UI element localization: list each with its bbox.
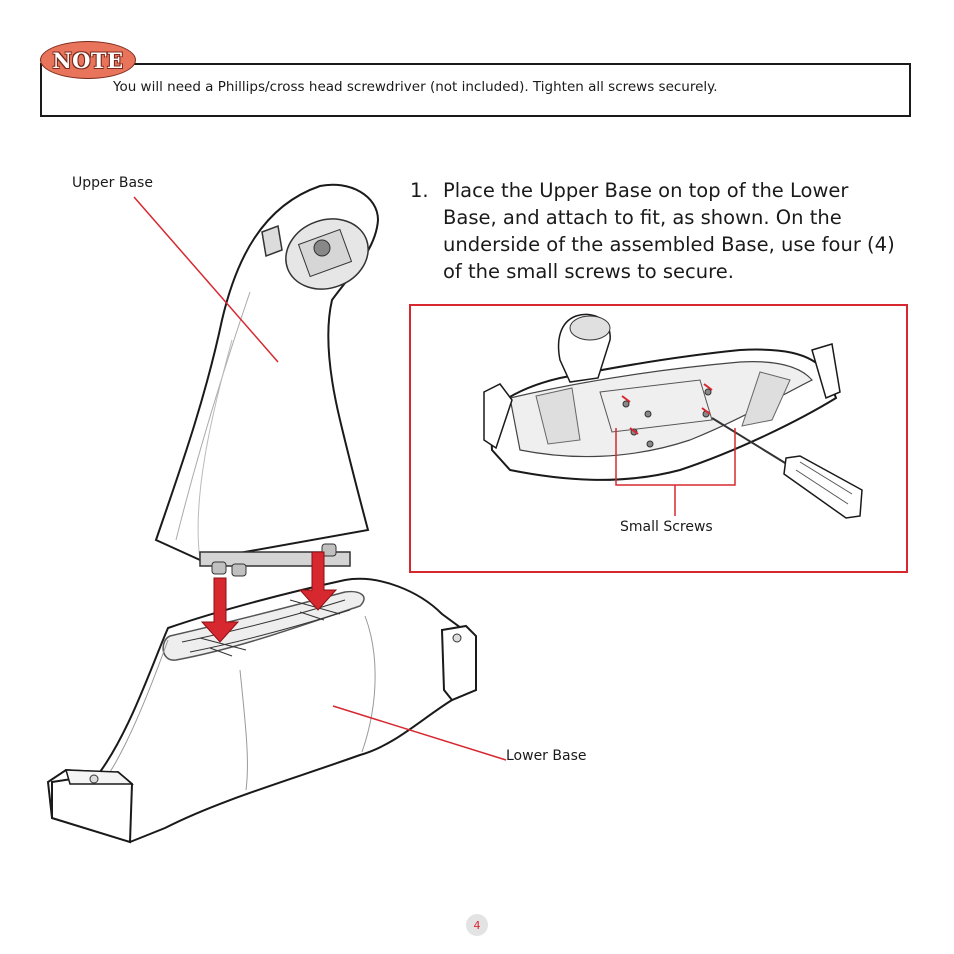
lower-base-leader	[332, 705, 507, 761]
step-text: Place the Upper Base on top of the Lower…	[443, 179, 895, 283]
lower-base-illustration	[46, 577, 478, 844]
note-text: You will need a Phillips/cross head scre…	[113, 79, 718, 95]
step-number: 1.	[410, 179, 429, 202]
small-screws-label: Small Screws	[620, 519, 713, 535]
upper-base-leader	[133, 196, 279, 363]
lower-base-label: Lower Base	[506, 748, 587, 764]
note-box	[40, 63, 911, 117]
step-instruction: 1. Place the Upper Base on top of the Lo…	[410, 177, 900, 285]
note-badge-label: NOTE	[52, 47, 124, 73]
upper-base-label: Upper Base	[72, 175, 153, 191]
note-badge: NOTE	[40, 41, 136, 79]
screw-detail-inset	[409, 304, 908, 573]
upper-base-illustration	[154, 183, 380, 577]
assembly-arrows	[200, 551, 338, 643]
page-number: 4	[466, 914, 488, 936]
assembled-base-underside	[483, 313, 841, 481]
screwdriver-illustration	[711, 417, 863, 519]
